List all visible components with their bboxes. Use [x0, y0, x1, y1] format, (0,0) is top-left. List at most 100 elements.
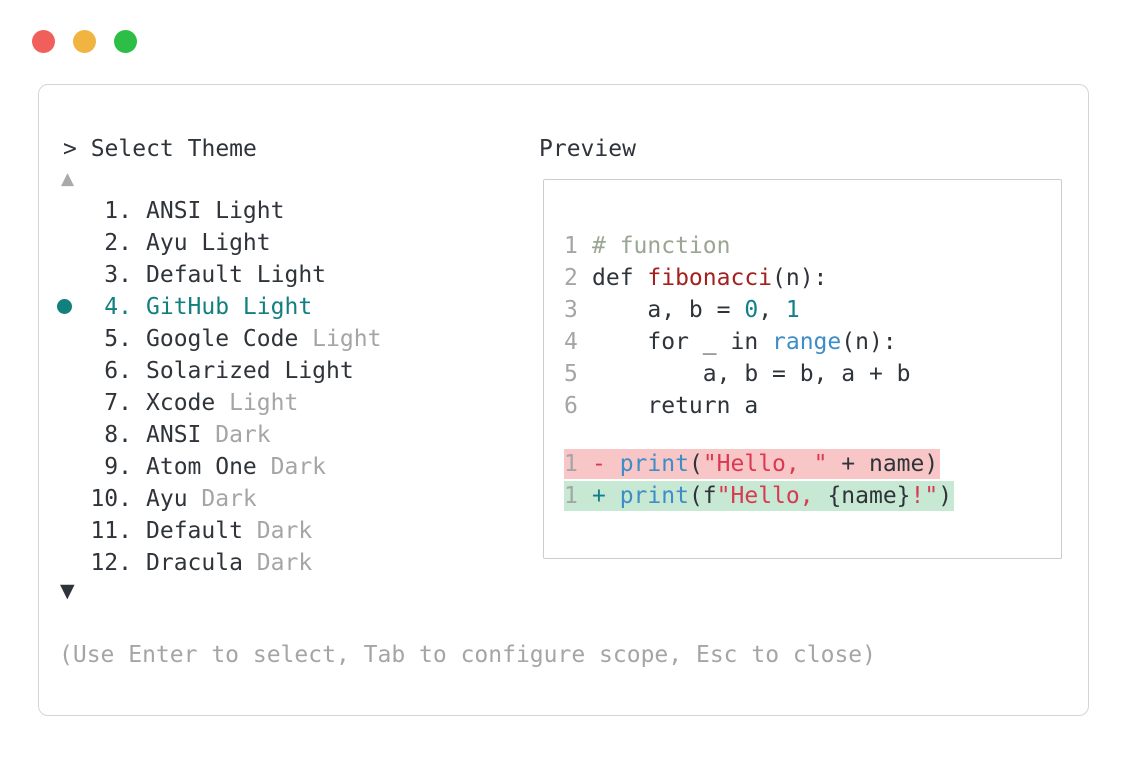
item-number: 6.: [104, 358, 132, 384]
code-token-comment: # function: [592, 233, 731, 259]
item-name: Google Code: [146, 326, 299, 352]
item-suffix: Dark: [201, 422, 271, 448]
item-name: ANSI: [146, 422, 202, 448]
item-name: ANSI Light: [146, 198, 285, 224]
item-name: Default: [146, 518, 243, 544]
code-token-plain: (: [688, 451, 703, 477]
item-number: 12.: [90, 550, 132, 576]
item-number: 3.: [104, 262, 132, 288]
code-token-plain: ): [938, 483, 953, 509]
code-token-func: fibonacci: [647, 265, 773, 291]
code-line: 6 return a: [564, 390, 954, 422]
code-token-plain: a, b =: [592, 297, 745, 323]
code-token-plain: (f: [688, 483, 717, 509]
item-number: 2.: [104, 230, 132, 256]
item-suffix: Dark: [242, 550, 313, 576]
code-line: 2 def fibonacci(n):: [564, 262, 954, 294]
item-number: 1.: [104, 198, 132, 224]
diff-line-removed: 1- print("Hello, " + name): [564, 449, 941, 479]
theme-list-item[interactable]: 5. Google Code Light: [39, 323, 509, 355]
theme-list-item[interactable]: 6. Solarized Light: [39, 355, 509, 387]
item-name: Solarized Light: [146, 358, 354, 384]
code-token-plain: (n):: [841, 329, 897, 355]
code-line: 3 a, b = 0, 1: [564, 294, 954, 326]
item-number: 4.: [104, 294, 132, 320]
code-token-string: "Hello,: [716, 483, 828, 509]
line-number: 1: [564, 233, 578, 259]
line-number: 1: [564, 451, 578, 477]
line-number: 6: [564, 393, 578, 419]
code-line: 1 # function: [564, 230, 954, 262]
theme-list-item[interactable]: 7.Xcode Light: [39, 387, 509, 419]
line-number: 2: [564, 265, 578, 291]
window-controls: [32, 30, 137, 53]
item-name: Ayu Light: [146, 230, 271, 256]
theme-list-item[interactable]: 1. ANSI Light: [39, 195, 509, 227]
item-number: 9.: [104, 454, 132, 480]
line-number: 1: [564, 483, 578, 509]
code-token-plain: def: [592, 265, 648, 291]
code-token-plain: return a: [592, 393, 759, 419]
item-number: 11.: [90, 518, 132, 544]
item-name: GitHub Light: [146, 294, 313, 320]
code-token-plain: {name}: [827, 483, 911, 509]
code-token-plain: ,: [758, 297, 786, 323]
item-name: Default Light: [146, 262, 327, 288]
scroll-up-icon[interactable]: ▲: [61, 169, 75, 189]
line-number: 3: [564, 297, 578, 323]
code-token-string: !": [910, 483, 939, 509]
item-number: 10.: [90, 486, 132, 512]
selected-bullet-icon: [57, 299, 72, 314]
line-number: 5: [564, 361, 578, 387]
theme-list-item[interactable]: 9.Atom One Dark: [39, 451, 509, 483]
code-line: 5 a, b = b, a + b: [564, 358, 954, 390]
code-token-plain: a, b = b, a + b: [592, 361, 911, 387]
theme-list-item[interactable]: 11. Default Dark: [39, 515, 509, 547]
line-number: 4: [564, 329, 578, 355]
theme-list-item[interactable]: 3. Default Light: [39, 259, 509, 291]
diff-row: 1 + print(f"Hello, {name}!"): [564, 480, 955, 512]
item-name: Dracula: [146, 550, 243, 576]
code-spacer: [564, 422, 954, 448]
theme-picker-panel: > Select Theme ▲ 1. ANSI Light 2. Ayu Light…: [38, 84, 1089, 716]
zoom-button[interactable]: [114, 30, 137, 53]
item-number: 8.: [104, 422, 132, 448]
code-token-plain: for _ in: [592, 329, 773, 355]
item-suffix: Dark: [242, 518, 313, 544]
theme-list: 1. ANSI Light 2. Ayu Light 3. Default Light 4.…: [39, 195, 509, 579]
minimize-button[interactable]: [73, 30, 96, 53]
theme-list-item[interactable]: 2. Ayu Light: [39, 227, 509, 259]
theme-list-item[interactable]: 10. Ayu Dark: [39, 483, 509, 515]
scroll-down-icon[interactable]: ▼: [60, 580, 75, 602]
code-token-minus: -: [592, 451, 620, 477]
selected-marker: [57, 291, 90, 323]
code-token-num: 1: [785, 297, 800, 323]
theme-list-item[interactable]: 12. Dracula Dark: [39, 547, 509, 579]
help-text: (Use Enter to select, Tab to configure s…: [59, 642, 876, 668]
code-token-builtin: range: [772, 329, 842, 355]
item-name: Xcode: [146, 390, 216, 416]
code-token-plain: + name): [827, 451, 939, 477]
code-token-builtin: print: [619, 483, 689, 509]
item-suffix: Dark: [187, 486, 257, 512]
code-token-builtin: print: [619, 451, 689, 477]
theme-list-item[interactable]: 4. GitHub Light: [39, 291, 509, 323]
item-name: Ayu: [146, 486, 188, 512]
diff-line-added: 1 + print(f"Hello, {name}!"): [564, 481, 955, 511]
prompt-title: > Select Theme: [63, 136, 257, 162]
theme-list-item[interactable]: 8. ANSI Dark: [39, 419, 509, 451]
close-button[interactable]: [32, 30, 55, 53]
diff-row: 1- print("Hello, " + name): [564, 448, 954, 480]
code-line: 4 for _ in range(n):: [564, 326, 954, 358]
code-token-string: "Hello, ": [702, 451, 828, 477]
code-token-plus: +: [592, 483, 620, 509]
preview-label: Preview: [539, 136, 636, 162]
code-token-num: 0: [744, 297, 759, 323]
item-suffix: Dark: [256, 454, 327, 480]
item-suffix: Light: [215, 390, 299, 416]
code-token-plain: (n):: [772, 265, 828, 291]
item-suffix: Light: [298, 326, 382, 352]
item-number: 5.: [104, 326, 132, 352]
